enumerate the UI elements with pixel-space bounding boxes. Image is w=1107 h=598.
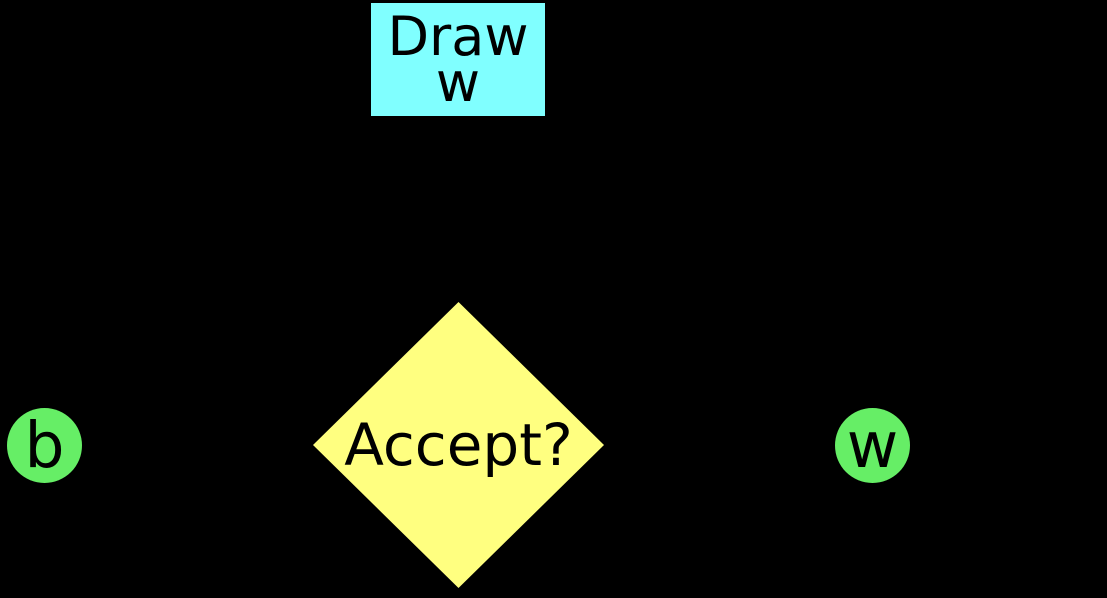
state-w-label: w [846, 408, 899, 482]
draw-process-node: Draw w [371, 3, 545, 116]
state-b-label: b [24, 408, 65, 482]
state-w-node: w [835, 408, 910, 483]
accept-decision-label: Accept? [344, 411, 573, 479]
draw-process-label-line2: w [435, 50, 481, 114]
accept-decision-node: Accept? [313, 302, 604, 588]
state-b-node: b [7, 408, 82, 483]
draw-process-label-line1: Draw [387, 4, 529, 68]
